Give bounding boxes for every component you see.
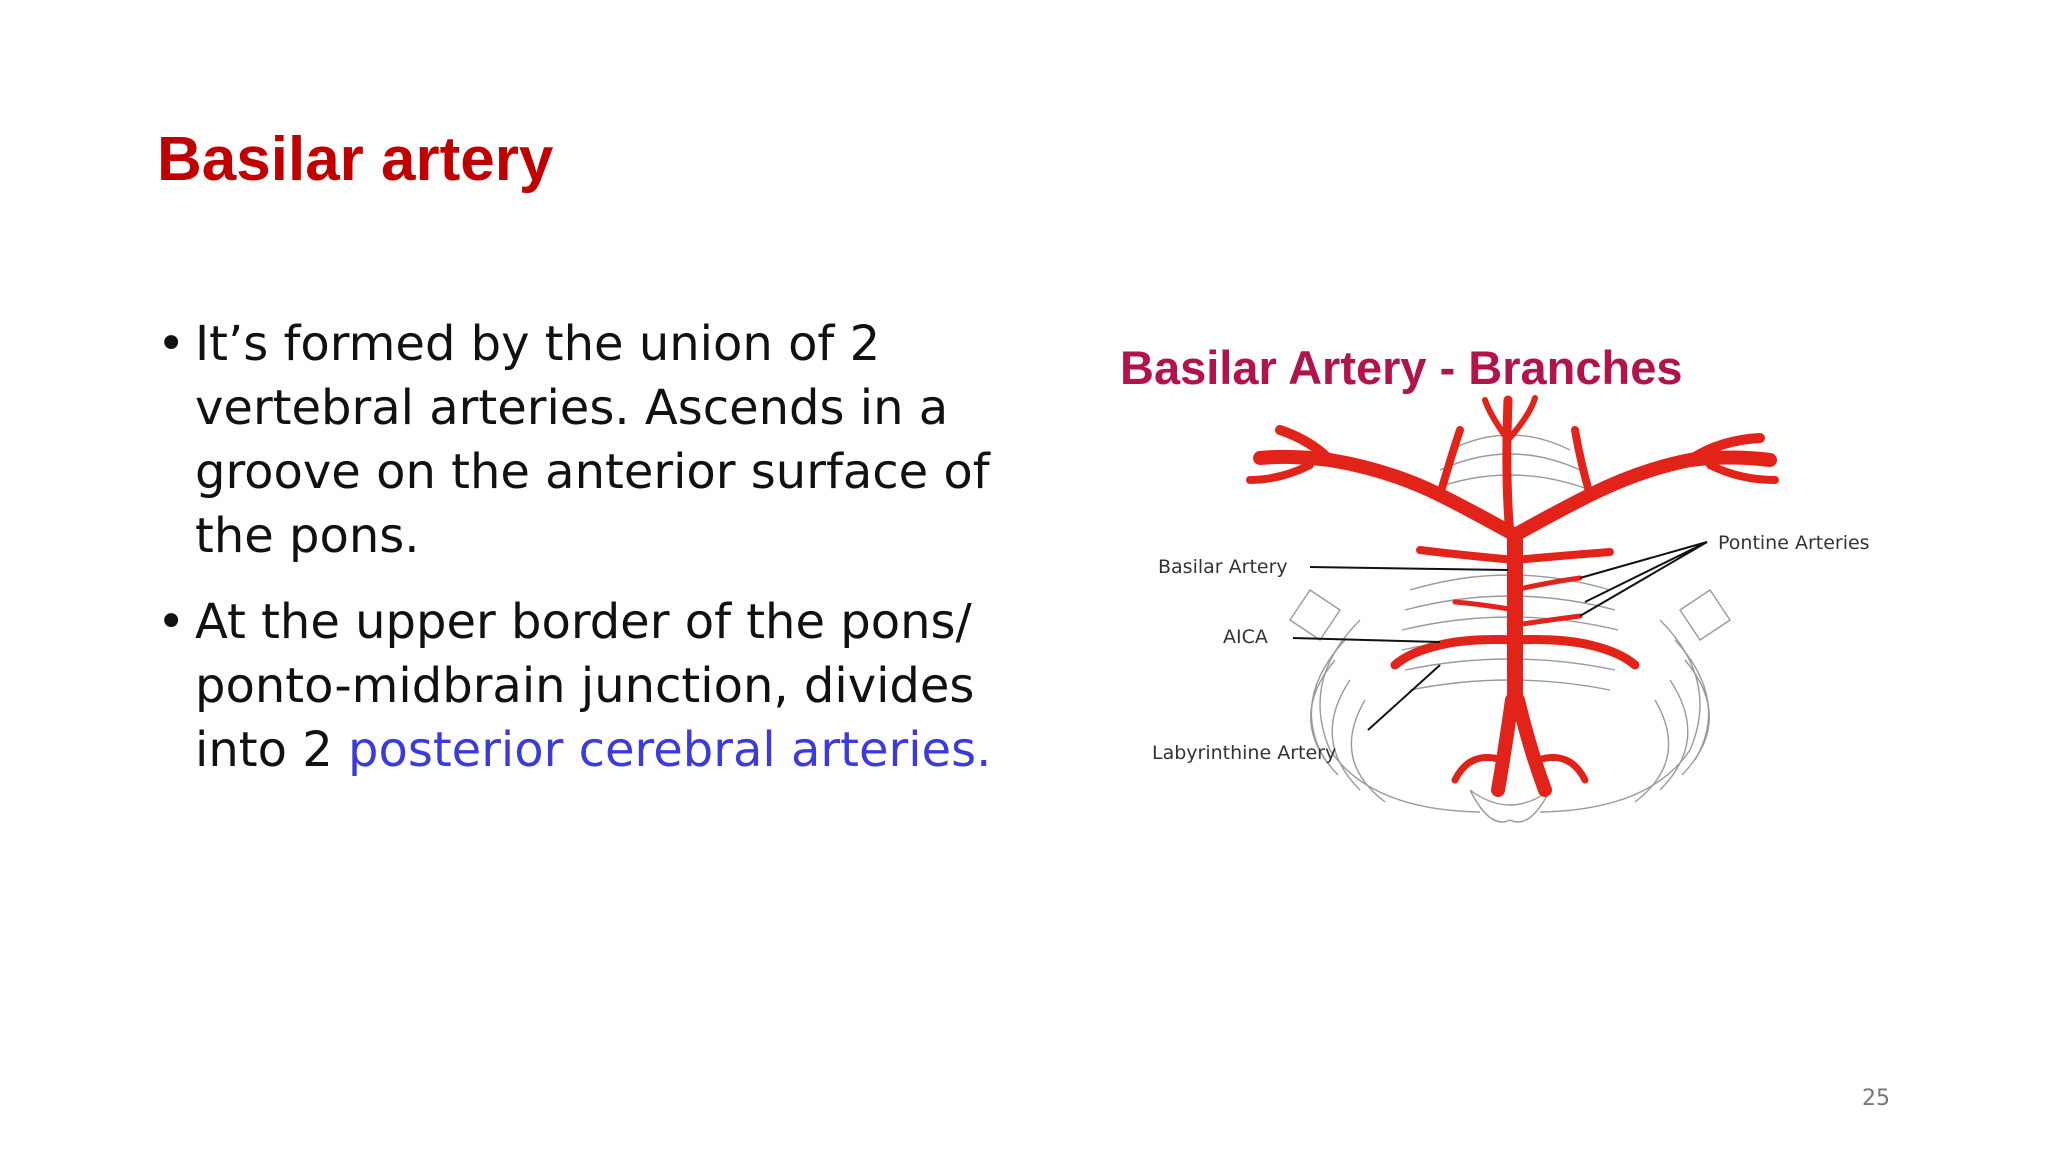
bullet-dot-icon: • — [157, 316, 186, 372]
artery-network — [1246, 395, 1779, 797]
slide-title: Basilar artery — [157, 125, 554, 194]
bullet-item: • At the upper border of the pons/ ponto… — [157, 590, 1037, 782]
page-number: 25 — [1862, 1086, 1890, 1111]
basilar-artery-figure: Basilar Artery - Branches Basilar Artery… — [1110, 320, 1910, 840]
label-aica: AICA — [1223, 626, 1268, 648]
bullet-text: It’s formed by the union of 2 vertebral … — [195, 316, 990, 564]
label-leader-lines — [1292, 541, 1708, 731]
bullet-dot-icon: • — [157, 594, 186, 650]
label-pontine-arteries: Pontine Arteries — [1718, 532, 1870, 554]
label-labyrinthine-artery: Labyrinthine Artery — [1152, 742, 1337, 764]
bullet-list: • It’s formed by the union of 2 vertebra… — [157, 312, 1037, 804]
label-basilar-artery: Basilar Artery — [1158, 556, 1288, 578]
bullet-item: • It’s formed by the union of 2 vertebra… — [157, 312, 1037, 568]
brainstem-arteries-diagram — [1246, 395, 1779, 823]
figure-title: Basilar Artery - Branches — [1120, 341, 1683, 394]
highlight-text: posterior cerebral arteries. — [348, 722, 992, 778]
bullet-text: At the upper border of the pons/ ponto-m… — [195, 594, 975, 778]
